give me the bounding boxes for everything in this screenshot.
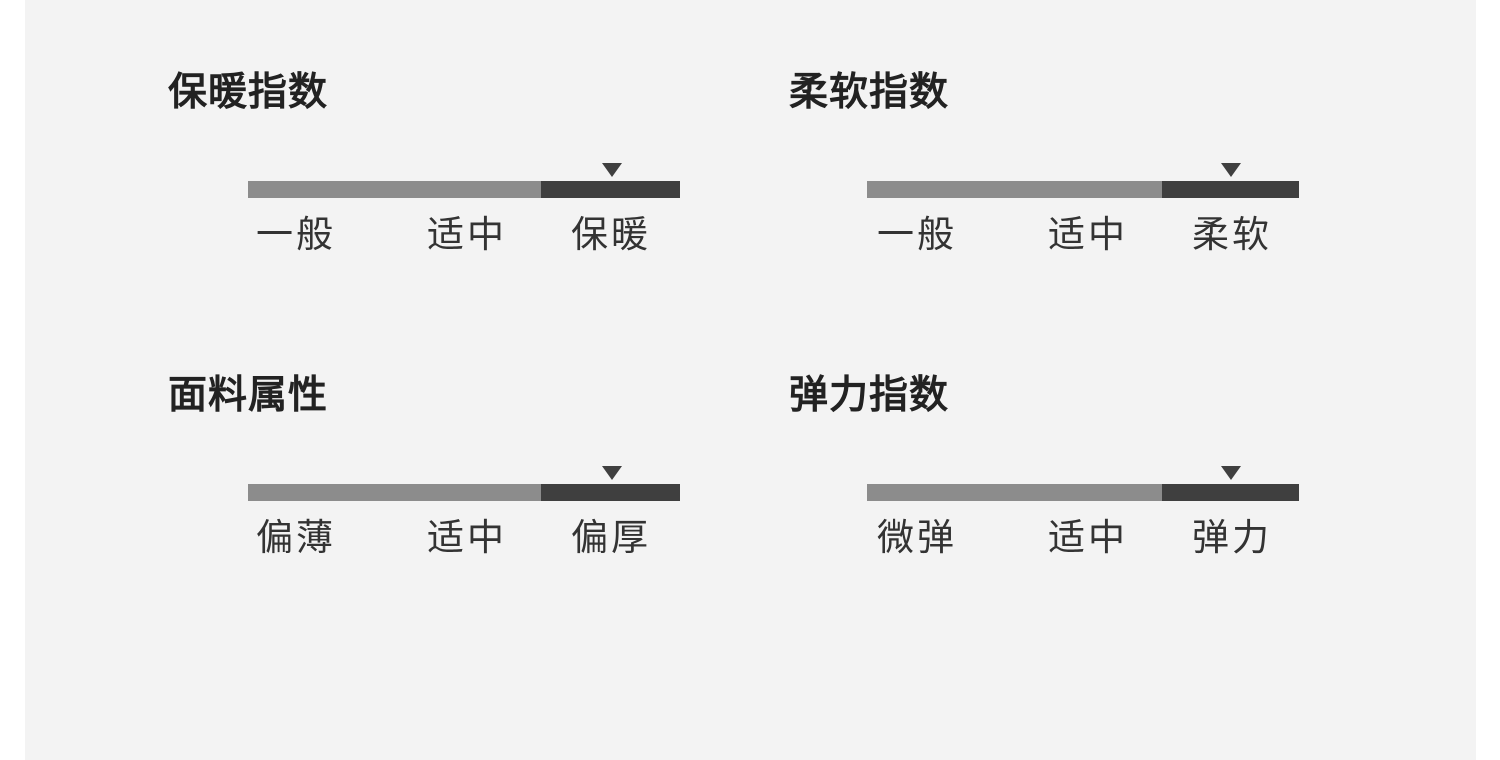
scale-label-high: 弹力 [1192, 516, 1272, 559]
product-attributes-panel: 保暖指数 一般 适中 保暖 柔软指数 一般 适中 柔软 面料属性 [25, 0, 1476, 760]
bar-segment-dark [1162, 181, 1299, 198]
rating-fabric-thickness: 面料属性 偏薄 适中 偏厚 [168, 373, 768, 593]
bar-segment-dark [1162, 484, 1299, 501]
rating-bar [867, 484, 1299, 501]
rating-bar [867, 181, 1299, 198]
triangle-down-icon [1221, 163, 1241, 177]
bar-segment-light [248, 181, 541, 198]
rating-title: 柔软指数 [789, 70, 950, 115]
bar-segment-light [248, 484, 541, 501]
rating-meter: 偏薄 适中 偏厚 [248, 466, 680, 566]
rating-warmth: 保暖指数 一般 适中 保暖 [168, 70, 768, 290]
rating-title: 弹力指数 [789, 373, 950, 418]
scale-label-mid: 适中 [1048, 213, 1128, 256]
rating-title: 保暖指数 [168, 70, 329, 115]
scale-label-low: 一般 [256, 213, 336, 256]
scale-label-low: 微弹 [877, 516, 957, 559]
rating-bar [248, 181, 680, 198]
rating-meter: 微弹 适中 弹力 [867, 466, 1299, 566]
scale-label-mid: 适中 [427, 516, 507, 559]
bar-segment-light [867, 484, 1162, 501]
bar-segment-dark [541, 484, 680, 501]
scale-label-low: 偏薄 [256, 516, 336, 559]
scale-label-low: 一般 [877, 213, 957, 256]
triangle-down-icon [602, 163, 622, 177]
rating-softness: 柔软指数 一般 适中 柔软 [789, 70, 1389, 290]
rating-meter: 一般 适中 柔软 [867, 163, 1299, 263]
scale-label-mid: 适中 [427, 213, 507, 256]
triangle-down-icon [602, 466, 622, 480]
rating-bar [248, 484, 680, 501]
bar-segment-light [867, 181, 1162, 198]
scale-label-high: 偏厚 [571, 516, 651, 559]
rating-elasticity: 弹力指数 微弹 适中 弹力 [789, 373, 1389, 593]
scale-label-high: 保暖 [571, 213, 651, 256]
scale-label-mid: 适中 [1048, 516, 1128, 559]
triangle-down-icon [1221, 466, 1241, 480]
scale-label-high: 柔软 [1192, 213, 1272, 256]
rating-meter: 一般 适中 保暖 [248, 163, 680, 263]
rating-title: 面料属性 [168, 373, 329, 418]
bar-segment-dark [541, 181, 680, 198]
